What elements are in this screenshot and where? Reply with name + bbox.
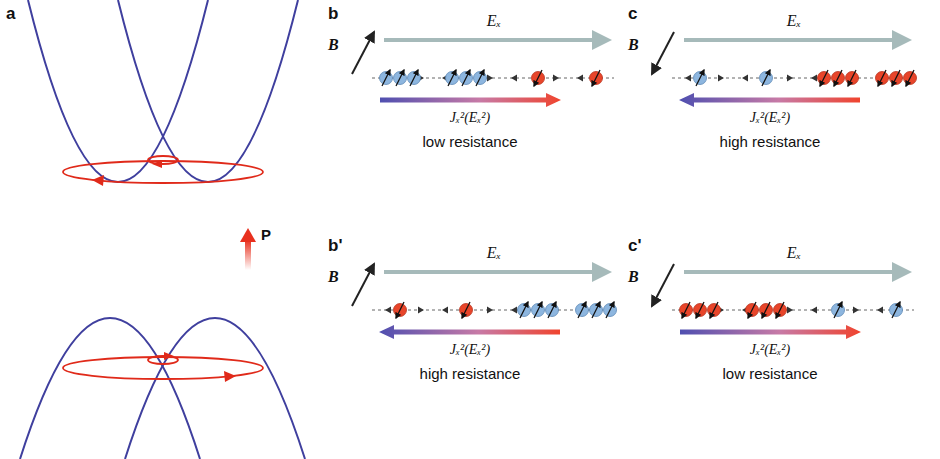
field-label: Eₓ xyxy=(787,244,801,262)
panel-letter: b xyxy=(328,4,338,24)
panel-b-prime-art xyxy=(352,264,614,339)
field-label: B xyxy=(628,268,639,286)
polarization-arrow xyxy=(240,228,256,270)
current-label: Jₓ²(Eₓ²) xyxy=(450,342,490,358)
field-label: B xyxy=(328,268,339,286)
resistance-label: low resistance xyxy=(722,365,817,382)
field-label: Eₓ xyxy=(787,12,801,30)
resistance-label: high resistance xyxy=(420,365,521,382)
panel-letter: c xyxy=(628,4,637,24)
panel-letter: b' xyxy=(328,236,342,256)
field-label: Eₓ xyxy=(487,244,501,262)
current-label: Jₓ²(Eₓ²) xyxy=(750,110,790,126)
panel-letter: a xyxy=(6,4,15,24)
resistance-label: low resistance xyxy=(422,133,517,150)
panel-c-art xyxy=(652,32,914,107)
field-label: Eₓ xyxy=(487,12,501,30)
spin-texture-loops xyxy=(63,156,263,379)
panel-c-prime-art xyxy=(652,264,914,339)
field-label: B xyxy=(328,36,339,54)
spin-carriers xyxy=(380,70,917,318)
resistance-label: high resistance xyxy=(720,133,821,150)
current-label: Jₓ²(Eₓ²) xyxy=(750,342,790,358)
loop-arrowheads xyxy=(92,160,236,382)
current-label: Jₓ²(Eₓ²) xyxy=(450,110,490,126)
field-label: B xyxy=(628,36,639,54)
polarization-label: P xyxy=(261,226,271,243)
band-curves xyxy=(20,0,305,459)
panel-b-art xyxy=(352,32,614,107)
panel-letter: c' xyxy=(628,236,642,256)
